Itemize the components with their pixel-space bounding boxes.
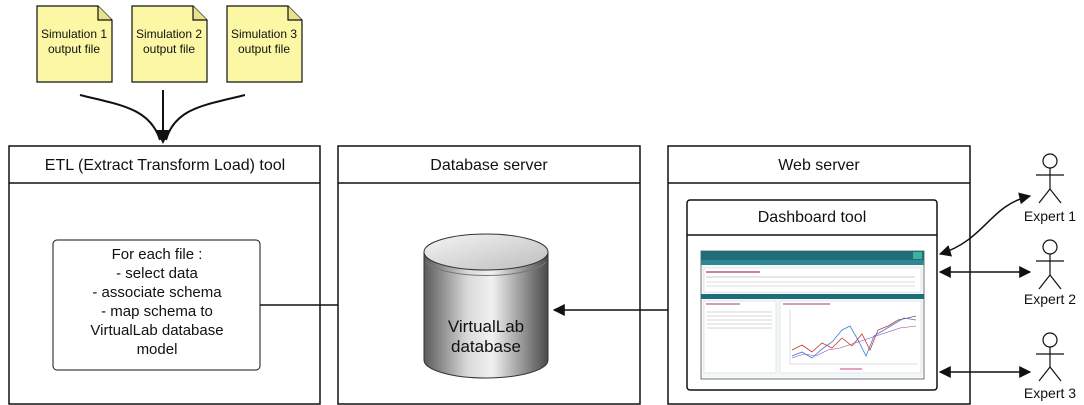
etl-step-5: model xyxy=(137,341,178,358)
expert-2-actor: Expert 2 xyxy=(1024,239,1076,307)
file-simulation-2: Simulation 2 output file xyxy=(131,5,208,83)
etl-step-1: - select data xyxy=(116,265,198,282)
database-cylinder-icon: VirtualLab database xyxy=(423,233,549,379)
database-label-line2: database xyxy=(451,337,521,356)
database-server-box: Database server VirtualLab database xyxy=(337,145,641,405)
file-2-label-line1: Simulation 2 xyxy=(136,27,202,41)
expert-3-actor: Expert 3 xyxy=(1024,332,1076,401)
etl-step-3: - map schema to xyxy=(101,303,213,320)
etl-step-4: VirtualLab database xyxy=(90,322,223,339)
etl-step-2: - associate schema xyxy=(92,284,222,301)
dashboard-expert-arrows xyxy=(938,192,1032,378)
database-label-line1: VirtualLab xyxy=(448,317,524,336)
expert-2-label: Expert 2 xyxy=(1024,291,1076,307)
file-3-label-line1: Simulation 3 xyxy=(231,27,297,41)
database-server-title: Database server xyxy=(430,157,548,174)
etl-tool-box: ETL (Extract Transform Load) tool For ea… xyxy=(8,145,321,405)
file-1-label-line2: output file xyxy=(48,42,100,56)
etl-title: ETL (Extract Transform Load) tool xyxy=(45,157,285,174)
etl-step-0: For each file : xyxy=(112,246,203,263)
web-server-box: Web server Dashboard tool xyxy=(667,145,971,405)
expert-1-label: Expert 1 xyxy=(1024,208,1076,224)
file-1-connector xyxy=(79,94,161,141)
file-simulation-1: Simulation 1 output file xyxy=(36,5,113,83)
etl-input-arrowhead xyxy=(156,130,170,144)
dashboard-expert-1-arrow xyxy=(938,192,1032,257)
file-simulation-3: Simulation 3 output file xyxy=(226,5,303,83)
dashboard-tool-box: Dashboard tool xyxy=(686,199,938,391)
etl-steps-box: For each file : - select data - associat… xyxy=(52,239,261,371)
expert-3-label: Expert 3 xyxy=(1024,385,1076,401)
expert-1-head xyxy=(1042,153,1058,169)
expert-1-actor: Expert 1 xyxy=(1024,153,1076,224)
web-server-title: Web server xyxy=(778,157,860,174)
expert-3-head xyxy=(1042,332,1058,348)
dashboard-title: Dashboard tool xyxy=(758,209,867,226)
file-3-connector xyxy=(165,94,246,141)
files-to-etl-arrows xyxy=(79,90,246,144)
file-1-label-line1: Simulation 1 xyxy=(41,27,107,41)
file-3-label-line2: output file xyxy=(238,42,290,56)
file-2-label-line2: output file xyxy=(143,42,195,56)
dashboard-screenshot xyxy=(700,250,925,380)
expert-2-head xyxy=(1042,239,1058,255)
